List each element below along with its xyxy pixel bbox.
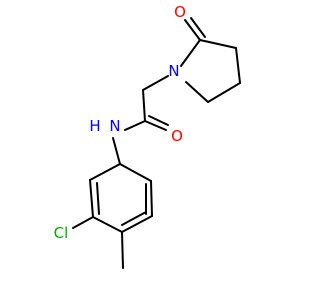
oxygen-lactam-label: O xyxy=(174,3,186,21)
bond xyxy=(121,231,124,269)
bond xyxy=(150,180,153,217)
bond xyxy=(184,19,201,41)
bond xyxy=(121,211,147,226)
bond xyxy=(89,179,94,218)
bond xyxy=(190,17,206,38)
bond xyxy=(142,75,169,91)
nitrogen-ring-label: N xyxy=(168,62,179,80)
bond xyxy=(92,216,123,233)
chlorine-label: Cl xyxy=(54,224,69,242)
bond xyxy=(144,120,167,131)
bond xyxy=(112,137,121,165)
bond xyxy=(235,47,241,84)
bond xyxy=(207,82,241,103)
bond xyxy=(72,216,94,229)
bond xyxy=(89,163,121,181)
bond xyxy=(185,81,209,103)
bond xyxy=(180,39,201,67)
bond xyxy=(119,163,152,182)
bond xyxy=(96,182,100,215)
hydrogen-amide-label: H xyxy=(89,117,100,135)
bonds xyxy=(72,17,241,269)
bond xyxy=(124,120,146,131)
oxygen-amide-label: O xyxy=(171,127,183,145)
bond xyxy=(121,215,153,233)
molecule-structure: O N H N O Cl xyxy=(54,3,241,269)
bond xyxy=(148,115,169,126)
atom-labels: O N H N O Cl xyxy=(54,3,186,242)
bond xyxy=(142,89,146,122)
bond xyxy=(199,39,237,49)
nitrogen-amide-label: N xyxy=(109,117,120,135)
